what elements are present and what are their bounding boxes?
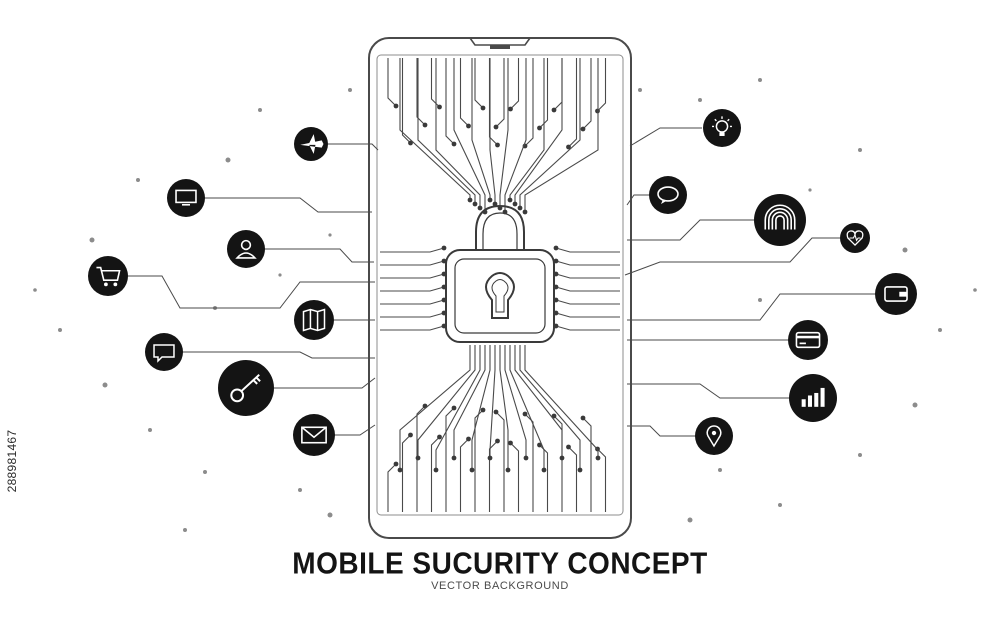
credit-card-icon — [788, 320, 828, 360]
airplane-icon — [294, 127, 328, 161]
wallet-icon — [875, 273, 917, 315]
page-title: MOBILE SUCURITY CONCEPT — [292, 546, 708, 581]
fingerprint-icon — [754, 194, 806, 246]
shopping-cart-icon — [88, 256, 128, 296]
stock-id-label: 288981467 — [5, 429, 19, 493]
bar-chart-icon — [789, 374, 837, 422]
chat-bubble-icon — [145, 333, 183, 371]
user-icon — [227, 230, 265, 268]
connector-lines — [128, 127, 876, 437]
key-icon — [218, 360, 274, 416]
map-icon — [294, 300, 334, 340]
heartbeat-icon — [840, 223, 870, 253]
page-subtitle: VECTOR BACKGROUND — [431, 580, 569, 592]
scatter-dots — [33, 78, 977, 532]
location-pin-icon — [695, 417, 733, 455]
monitor-icon — [167, 179, 205, 217]
padlock-icon — [445, 204, 555, 343]
outer-icons — [88, 109, 917, 456]
mail-icon — [293, 414, 335, 456]
speech-bubble-icon — [649, 176, 687, 214]
lightbulb-icon — [703, 109, 741, 147]
